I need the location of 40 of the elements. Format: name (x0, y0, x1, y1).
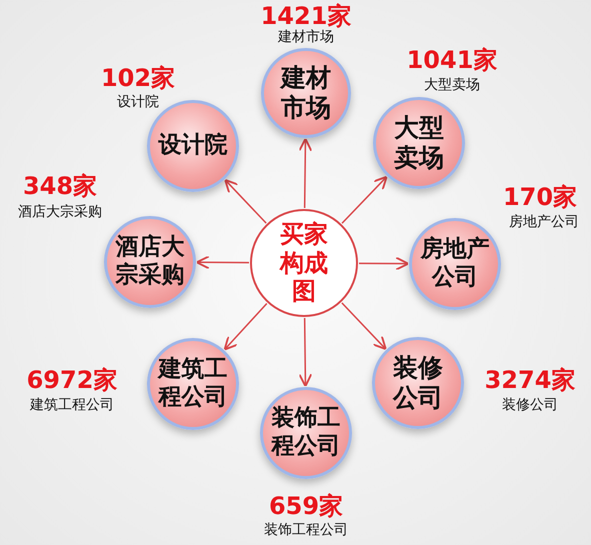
arrow (224, 179, 267, 224)
category-text: 建材市场 (278, 63, 332, 123)
count-label: 170家 (502, 182, 578, 213)
category-text: 设计院 (157, 132, 228, 160)
arrow (359, 256, 410, 271)
count-label: 102家 (100, 63, 176, 94)
category-text: 建筑工程公司 (156, 356, 228, 412)
category-caption: 设计院 (117, 93, 159, 111)
count-label: 1041家 (406, 45, 498, 76)
category-text: 装修公司 (392, 353, 444, 413)
category-caption: 建材市场 (278, 28, 334, 46)
category-text: 大型卖场 (393, 113, 445, 173)
arrow (196, 255, 249, 270)
category-caption: 房地产公司 (509, 213, 579, 231)
category-circle (373, 97, 465, 189)
category-caption: 建筑工程公司 (30, 396, 114, 414)
arrow (298, 138, 312, 208)
category-text: 房地产公司 (419, 236, 490, 292)
title-text: 买家构成图 (278, 220, 329, 306)
arrow (342, 176, 388, 224)
category-caption: 大型卖场 (424, 76, 480, 94)
category-text: 装饰工程公司 (270, 405, 342, 461)
category-circle (409, 218, 501, 310)
category-circle (104, 216, 196, 308)
count-label: 1421家 (260, 1, 352, 30)
category-circle (147, 338, 239, 430)
category-circle (261, 48, 351, 138)
count-label: 348家 (22, 171, 98, 202)
arrow (224, 303, 268, 350)
category-caption: 装饰工程公司 (264, 521, 348, 539)
arrow (298, 318, 312, 388)
category-caption: 酒店大宗采购 (18, 203, 102, 221)
category-caption: 装修公司 (502, 396, 558, 414)
count-label: 6972家 (26, 365, 118, 396)
count-label: 659家 (268, 491, 344, 522)
category-circle (372, 337, 464, 429)
category-circle (260, 387, 352, 479)
category-text: 酒店大宗采购 (114, 234, 186, 290)
count-label: 3274家 (484, 365, 576, 396)
arrow (341, 302, 387, 350)
